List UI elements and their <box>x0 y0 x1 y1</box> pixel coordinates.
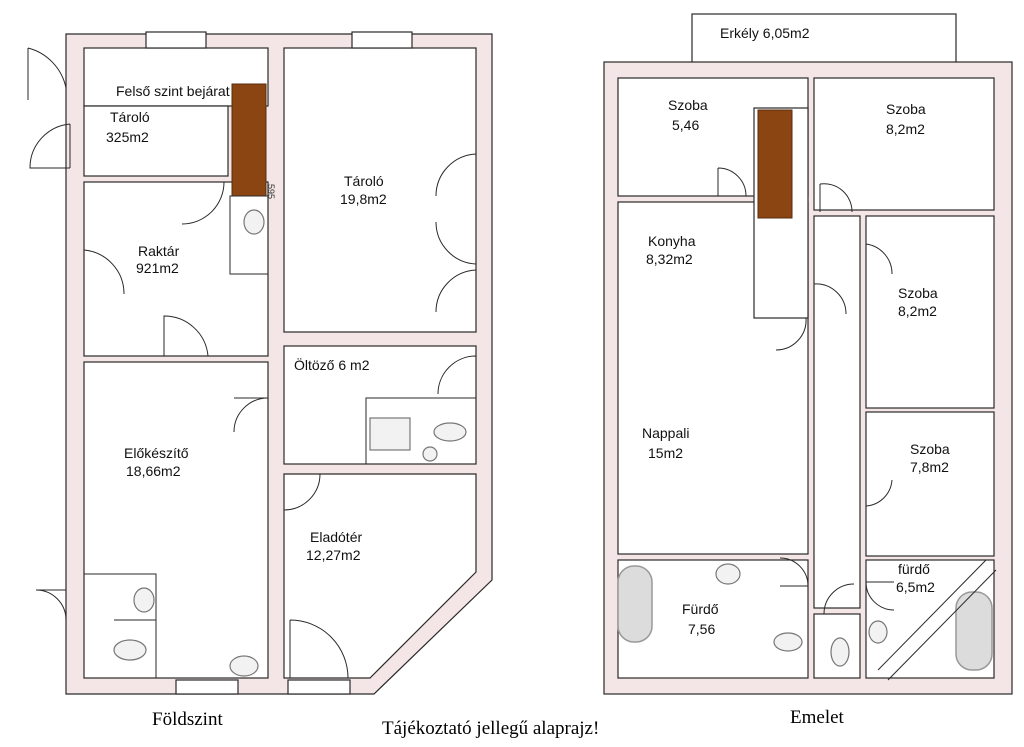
room-hall <box>813 215 861 609</box>
door-stair[interactable] <box>775 317 807 351</box>
door-wc-upper[interactable] <box>823 583 855 615</box>
room-szoba-4 <box>865 411 995 557</box>
label-room4-area: 7,8m2 <box>910 459 949 475</box>
label-prep-name: Előkészítő <box>124 445 189 461</box>
door-dressing[interactable] <box>437 355 477 395</box>
sink-icon <box>715 563 741 585</box>
door-storage-large-3[interactable] <box>435 269 477 313</box>
door-bath[interactable] <box>779 557 809 587</box>
label-living-area: 15m2 <box>648 445 683 461</box>
room-sales <box>283 473 477 679</box>
label-storage-small-area: 325m2 <box>106 129 149 145</box>
label-warehouse-name: Raktár <box>138 243 180 259</box>
door-bath-2[interactable] <box>865 581 895 611</box>
label-prep-area: 18,66m2 <box>126 463 181 479</box>
door-szoba-3[interactable] <box>865 243 893 275</box>
disclaimer-note: Tájékoztató jellegű alaprajz! <box>382 718 599 739</box>
door-wc[interactable] <box>35 589 67 621</box>
door-hall[interactable] <box>813 283 847 315</box>
caption-ground-floor: Földszint <box>152 709 223 730</box>
ground-floor-plan: Felső szint bejárat Tároló 325m2 Raktár … <box>27 31 493 730</box>
door-storage-large-2[interactable] <box>435 221 477 265</box>
dimension-label: 595 <box>266 184 276 199</box>
label-room3-name: Szoba <box>898 285 938 301</box>
label-storage-small-name: Tároló <box>110 109 150 125</box>
label-room1-name: Szoba <box>668 97 708 113</box>
door-szoba-2[interactable] <box>819 183 853 213</box>
label-sales-area: 12,27m2 <box>306 547 361 563</box>
room-prep <box>83 361 269 679</box>
shower-area <box>365 397 477 465</box>
label-room2-name: Szoba <box>886 101 926 117</box>
label-living-name: Nappali <box>642 425 689 441</box>
wc-compartment <box>83 573 157 679</box>
bathtub-icon <box>955 591 993 671</box>
door-warehouse-left[interactable] <box>83 249 125 295</box>
label-balcony: Erkély 6,05m2 <box>720 25 810 41</box>
label-bath2-area: 6,5m2 <box>896 579 935 595</box>
shower-tray <box>369 417 411 451</box>
label-entrance: Felső szint bejárat <box>116 83 230 99</box>
room-storage-small <box>83 105 229 177</box>
door-warehouse-top[interactable] <box>181 181 225 225</box>
door-sales-bottom[interactable] <box>289 619 349 679</box>
door-warehouse-bottom[interactable] <box>163 315 209 357</box>
door-storage-large-1[interactable] <box>435 153 477 197</box>
balcony <box>691 13 957 65</box>
label-room2-area: 8,2m2 <box>886 121 925 137</box>
label-room4-name: Szoba <box>910 441 950 457</box>
sink-icon <box>868 620 888 644</box>
door-sales-top[interactable] <box>283 473 321 511</box>
label-room1-area: 5,46 <box>672 117 699 133</box>
toilet-icon <box>830 637 850 667</box>
window-bottom-2 <box>287 679 351 695</box>
bathtub-icon <box>617 565 653 643</box>
door-prep[interactable] <box>233 397 269 433</box>
toilet-icon <box>773 632 803 652</box>
label-dressing: Öltöző 6 m2 <box>294 356 370 373</box>
room-warehouse <box>83 181 269 357</box>
room-storage-large <box>283 47 477 333</box>
label-storage-large-area: 19,8m2 <box>340 191 387 207</box>
toilet-icon <box>113 639 147 661</box>
window-top-1 <box>145 31 207 49</box>
label-bath-name: Fürdő <box>682 601 719 617</box>
door-storage-small[interactable] <box>29 123 71 169</box>
caption-upper-floor: Emelet <box>790 707 845 728</box>
label-room3-area: 8,2m2 <box>898 303 937 319</box>
sink-icon <box>422 446 438 462</box>
sink-icon <box>133 587 155 613</box>
upper-floor-plan: Erkély 6,05m2 Szoba 5,46 Szoba 8,2m2 Kon… <box>603 13 1013 728</box>
label-kitchen-area: 8,32m2 <box>646 251 693 267</box>
label-bath2-name: fürdő <box>898 561 930 577</box>
label-storage-large-name: Tároló <box>344 173 384 189</box>
window-top-2 <box>351 31 413 49</box>
door-szoba-1[interactable] <box>717 167 747 197</box>
room-szoba-2 <box>813 77 995 211</box>
label-warehouse-area: 921m2 <box>136 260 179 276</box>
label-kitchen-name: Konyha <box>648 233 696 249</box>
toilet-icon <box>229 655 259 677</box>
toilet-icon <box>433 422 467 442</box>
label-bath-area: 7,56 <box>688 621 715 637</box>
sink-icon <box>243 209 265 235</box>
room-szoba-3 <box>865 215 995 409</box>
window-bottom-1 <box>175 679 239 695</box>
label-sales-name: Eladótér <box>310 529 362 545</box>
chimney <box>231 83 267 197</box>
door-szoba-4[interactable] <box>865 479 893 507</box>
chimney-upper <box>757 109 793 219</box>
door-top-left[interactable] <box>27 47 67 100</box>
